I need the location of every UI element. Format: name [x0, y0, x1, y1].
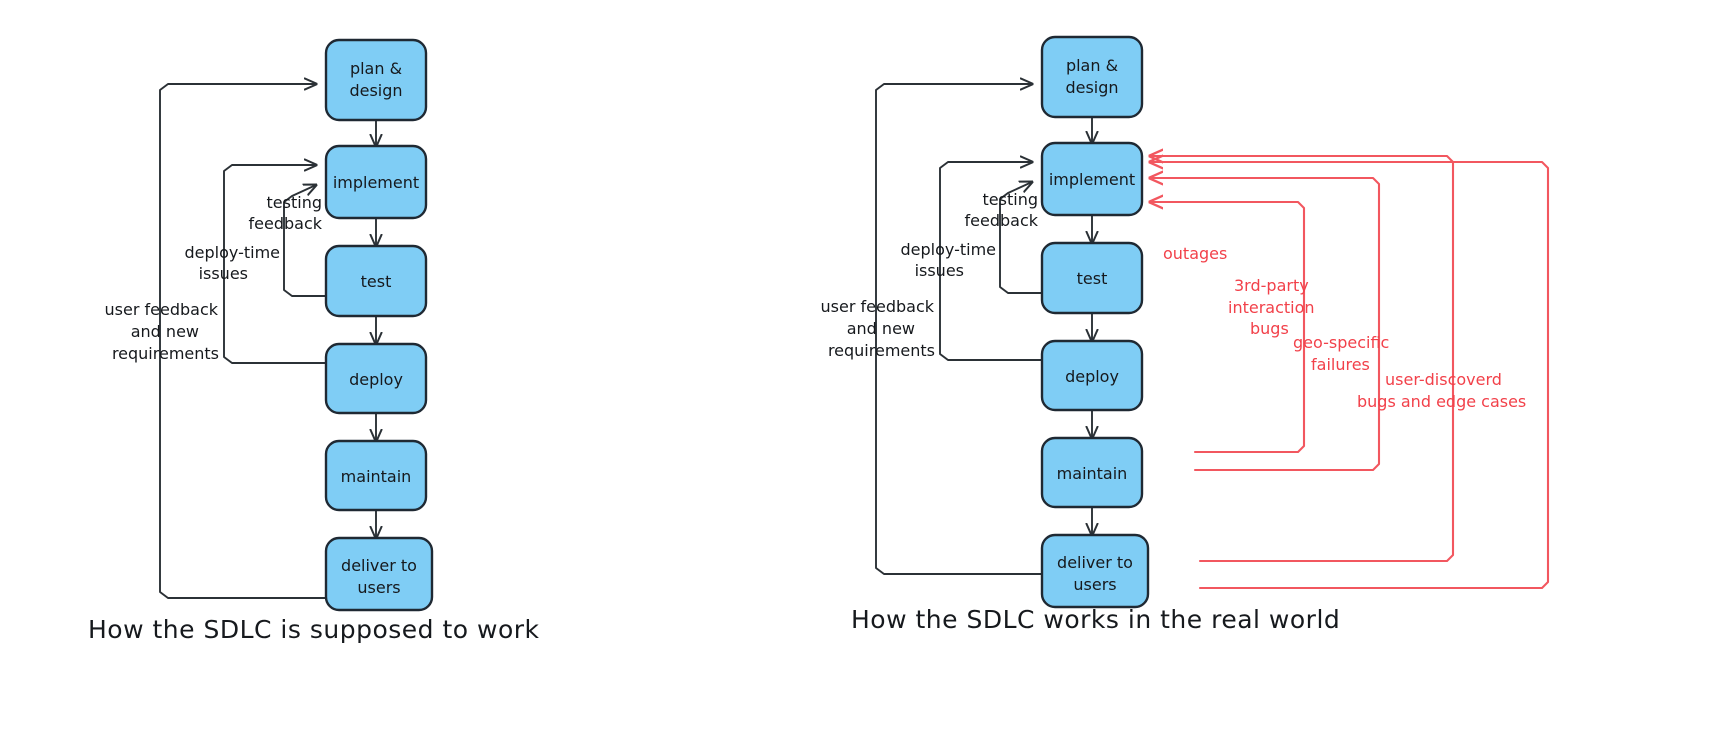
- red-label-third-party-bugs: 3rd-party interaction bugs: [1228, 276, 1315, 338]
- red-edge-maintain-to-implement: [1150, 178, 1381, 472]
- node-test-label: test: [361, 272, 392, 291]
- red-edge-deploy-to-implement: [1150, 202, 1306, 454]
- node-deliver-to-users-shape[interactable]: [324, 536, 434, 612]
- edge-user-feedback-to-plan-right: [875, 84, 1092, 575]
- node-plan-and-design-label-2: design: [349, 81, 402, 100]
- label-user-feedback-line1: user feedback: [105, 300, 219, 319]
- red-edge-deliver-to-implement-b: [1150, 162, 1550, 590]
- node-deploy-shape[interactable]: [324, 342, 428, 415]
- edge-testing-feedback-to-implement: [283, 185, 331, 297]
- node-plan-and-design-right-label-2: design: [1065, 78, 1118, 97]
- label-deploy-time-issues-right: deploy-time issues: [901, 240, 997, 280]
- label-user-feedback-right-line1: user feedback: [821, 297, 935, 316]
- label-user-feedback-right-line3: requirements: [828, 341, 935, 360]
- node-implement-right[interactable]: implement: [1040, 141, 1144, 217]
- red-label-user-discovered-line2: bugs and edge cases: [1357, 392, 1526, 411]
- node-maintain-right[interactable]: maintain: [1040, 436, 1144, 509]
- label-testing-feedback-right: testing feedback: [965, 190, 1039, 230]
- node-implement-label: implement: [333, 173, 419, 192]
- label-deploy-time-issues-line2: issues: [199, 264, 248, 283]
- label-user-feedback-line2: and new: [131, 322, 199, 341]
- label-testing-feedback-right-line2: feedback: [965, 211, 1039, 230]
- node-deliver-to-users-right[interactable]: deliver to users: [1040, 533, 1150, 609]
- label-user-feedback: user feedback and new requirements: [105, 300, 219, 363]
- left-caption: How the SDLC is supposed to work: [88, 615, 540, 644]
- edge-deploy-time-issues-to-implement: [223, 165, 331, 364]
- node-plan-and-design-label-1: plan &: [350, 59, 402, 78]
- node-test[interactable]: test: [324, 244, 428, 318]
- label-user-feedback-line3: requirements: [112, 344, 219, 363]
- node-deploy-right-shape[interactable]: [1040, 339, 1144, 412]
- label-deploy-time-issues-right-line1: deploy-time: [901, 240, 997, 259]
- edge-testing-feedback-to-implement-right: [999, 182, 1047, 294]
- node-maintain[interactable]: maintain: [324, 439, 428, 512]
- red-label-user-discovered-line1: user-discoverd: [1385, 370, 1502, 389]
- label-testing-feedback-line2: feedback: [249, 214, 323, 233]
- node-test-right-shape[interactable]: [1040, 241, 1144, 315]
- node-implement-right-label: implement: [1049, 170, 1135, 189]
- edge-user-feedback-to-plan: [159, 84, 376, 599]
- red-edge-deliver-to-implement-a: [1150, 156, 1455, 563]
- red-label-third-party-bugs-line1: 3rd-party: [1234, 276, 1309, 295]
- label-deploy-time-issues: deploy-time issues: [185, 243, 281, 283]
- red-label-user-discovered: user-discoverd bugs and edge cases: [1357, 370, 1526, 411]
- node-plan-and-design[interactable]: plan & design: [324, 38, 428, 122]
- node-plan-and-design-right[interactable]: plan & design: [1040, 35, 1144, 119]
- label-testing-feedback-right-line1: testing: [983, 190, 1038, 209]
- node-deliver-to-users-right-label-2: users: [1073, 575, 1116, 594]
- red-label-outages-line1: outages: [1163, 244, 1227, 263]
- node-implement[interactable]: implement: [324, 144, 428, 220]
- label-testing-feedback: testing feedback: [249, 193, 323, 233]
- red-label-geo-specific-line1: geo-specific: [1293, 333, 1389, 352]
- red-label-third-party-bugs-line3: bugs: [1250, 319, 1289, 338]
- node-deploy-right-label: deploy: [1065, 367, 1119, 386]
- red-label-outages: outages: [1163, 244, 1227, 263]
- red-label-geo-specific-line2: failures: [1311, 355, 1370, 374]
- node-deploy[interactable]: deploy: [324, 342, 428, 415]
- node-test-right[interactable]: test: [1040, 241, 1144, 315]
- node-plan-and-design-shape[interactable]: [324, 38, 428, 122]
- node-implement-right-shape[interactable]: [1040, 141, 1144, 217]
- node-test-right-label: test: [1077, 269, 1108, 288]
- node-maintain-right-shape[interactable]: [1040, 436, 1144, 509]
- node-deliver-to-users-label-2: users: [357, 578, 400, 597]
- right-caption: How the SDLC works in the real world: [851, 605, 1340, 634]
- node-test-shape[interactable]: [324, 244, 428, 318]
- left-diagram: plan & design implement test deploy main…: [88, 38, 540, 644]
- red-label-geo-specific: geo-specific failures: [1293, 333, 1389, 374]
- node-maintain-right-label: maintain: [1057, 464, 1128, 483]
- label-deploy-time-issues-line1: deploy-time: [185, 243, 281, 262]
- node-implement-shape[interactable]: [324, 144, 428, 220]
- node-maintain-label: maintain: [341, 467, 412, 486]
- red-label-third-party-bugs-line2: interaction: [1228, 298, 1315, 317]
- node-maintain-shape[interactable]: [324, 439, 428, 512]
- label-deploy-time-issues-right-line2: issues: [915, 261, 964, 280]
- node-deploy-right[interactable]: deploy: [1040, 339, 1144, 412]
- node-deliver-to-users[interactable]: deliver to users: [324, 536, 434, 612]
- label-testing-feedback-line1: testing: [267, 193, 322, 212]
- right-diagram: plan & design implement test deploy main…: [821, 35, 1550, 634]
- node-deliver-to-users-right-label-1: deliver to: [1057, 553, 1133, 572]
- label-user-feedback-right: user feedback and new requirements: [821, 297, 935, 360]
- edge-deploy-time-issues-to-implement-right: [939, 162, 1047, 361]
- node-deploy-label: deploy: [349, 370, 403, 389]
- node-deliver-to-users-label-1: deliver to: [341, 556, 417, 575]
- node-plan-and-design-right-label-1: plan &: [1066, 56, 1118, 75]
- label-user-feedback-right-line2: and new: [847, 319, 915, 338]
- node-plan-and-design-right-shape[interactable]: [1040, 35, 1144, 119]
- node-deliver-to-users-right-shape[interactable]: [1040, 533, 1150, 609]
